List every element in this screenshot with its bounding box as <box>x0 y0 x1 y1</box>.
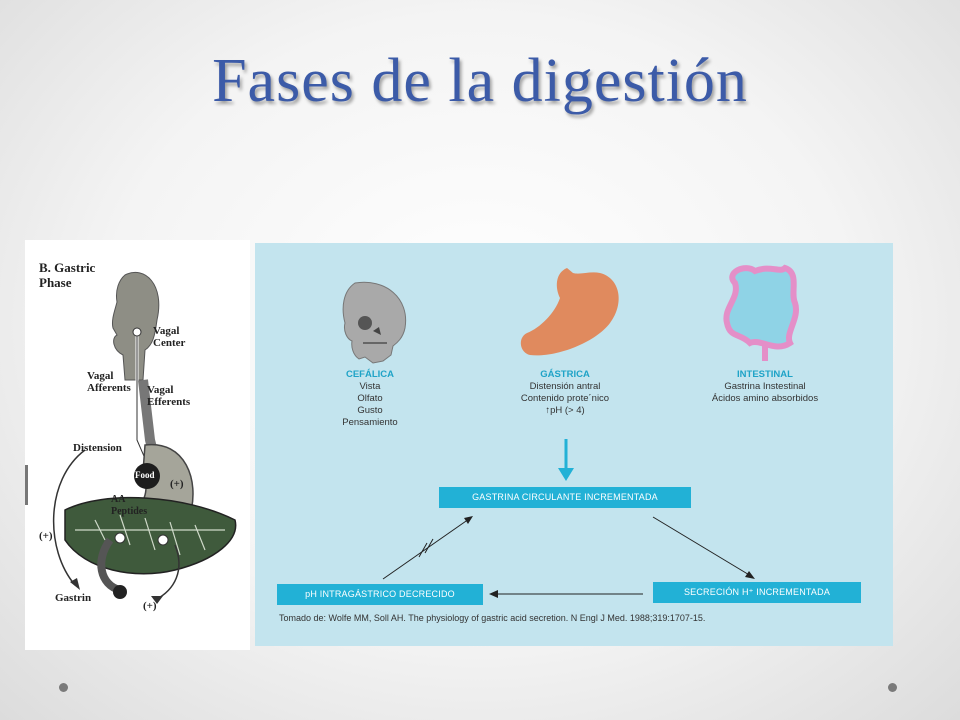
label-vagal-center: Vagal Center <box>153 325 186 349</box>
citation: Tomado de: Wolfe MM, Soll AH. The physio… <box>279 613 706 623</box>
box-secrecion-h: SECRECIÓN H⁺ INCREMENTADA <box>653 582 861 603</box>
phase-gastrica-title: GÁSTRICA <box>540 369 590 380</box>
slide-bullet-left <box>59 683 68 692</box>
phase-intestinal: INTESTINAL Gastrina Instestinal Ácidos a… <box>695 369 835 405</box>
box-ph-intragastrico: pH INTRAGÁSTRICO DECRECIDO <box>277 584 483 605</box>
phase-intestinal-title: INTESTINAL <box>737 369 793 380</box>
phase-cefalica-line-4: Pensamiento <box>342 417 398 428</box>
cycle-arrows <box>382 516 755 598</box>
skull-icon <box>342 281 407 364</box>
slide-title: Fases de la digestión <box>212 47 748 115</box>
label-vagal-afferents: Vagal Afferents <box>87 370 131 394</box>
label-plus-2: (+) <box>39 530 53 542</box>
phase-gastrica-line-2: Contenido prote´nico <box>520 393 610 404</box>
arrow-secrecion-to-ph <box>489 590 643 598</box>
feedback-arrow-left <box>52 449 86 586</box>
head-silhouette <box>112 271 160 381</box>
left-edge-band <box>25 465 28 505</box>
gastric-phase-drawing <box>25 271 237 604</box>
vagal-center-dot <box>132 327 142 337</box>
phases-diagram: CEFÁLICA Vista Olfato Gusto Pensamiento … <box>255 243 893 646</box>
phase-cefalica-title: CEFÁLICA <box>345 369 395 380</box>
phase-intestinal-line-1: Gastrina Instestinal <box>724 381 806 392</box>
label-food: Food <box>135 470 155 480</box>
arrow-gastrina-to-secrecion <box>652 516 755 579</box>
label-plus-3: (+) <box>143 600 157 612</box>
gastrin-cell <box>113 585 127 599</box>
label-vagal-efferents: Vagal Efferents <box>147 384 191 408</box>
gastric-phase-heading: B. Gastric Phase <box>39 260 96 290</box>
box-gastrina-circulante: GASTRINA CIRCULANTE INCREMENTADA <box>439 487 691 508</box>
phase-cefalica: CEFÁLICA Vista Olfato Gusto Pensamiento <box>315 369 425 429</box>
down-arrow <box>558 439 574 481</box>
food-bolus <box>134 463 160 489</box>
phase-icons <box>342 264 800 481</box>
nerve-end-2 <box>157 534 169 546</box>
gastric-phase-illustration: B. Gastric Phase Vagal Center Vagal Affe… <box>25 240 250 650</box>
phase-intestinal-line-2: Ácidos amino absorbidos <box>711 393 819 404</box>
arrow-ph-to-gastrina-inhibited <box>382 516 473 580</box>
label-aa-peptides: AA Peptides <box>111 494 148 517</box>
label-distension: Distension <box>73 442 122 454</box>
phase-gastrica-line-1: Distensión antral <box>529 381 601 392</box>
phase-cefalica-line-2: Olfato <box>357 393 383 404</box>
slide-bullet-right <box>888 683 897 692</box>
label-gastrin: Gastrin <box>55 592 92 604</box>
phase-cefalica-line-1: Vista <box>359 381 381 392</box>
phase-gastrica: GÁSTRICA Distensión antral Contenido pro… <box>505 369 625 417</box>
nerve-end-1 <box>114 532 126 544</box>
label-plus-1: (+) <box>170 478 184 490</box>
phase-cefalica-line-3: Gusto <box>357 405 383 416</box>
stomach-icon <box>520 268 619 356</box>
intestine-icon <box>723 264 800 361</box>
phase-gastrica-line-3: ↑pH (> 4) <box>545 405 585 416</box>
